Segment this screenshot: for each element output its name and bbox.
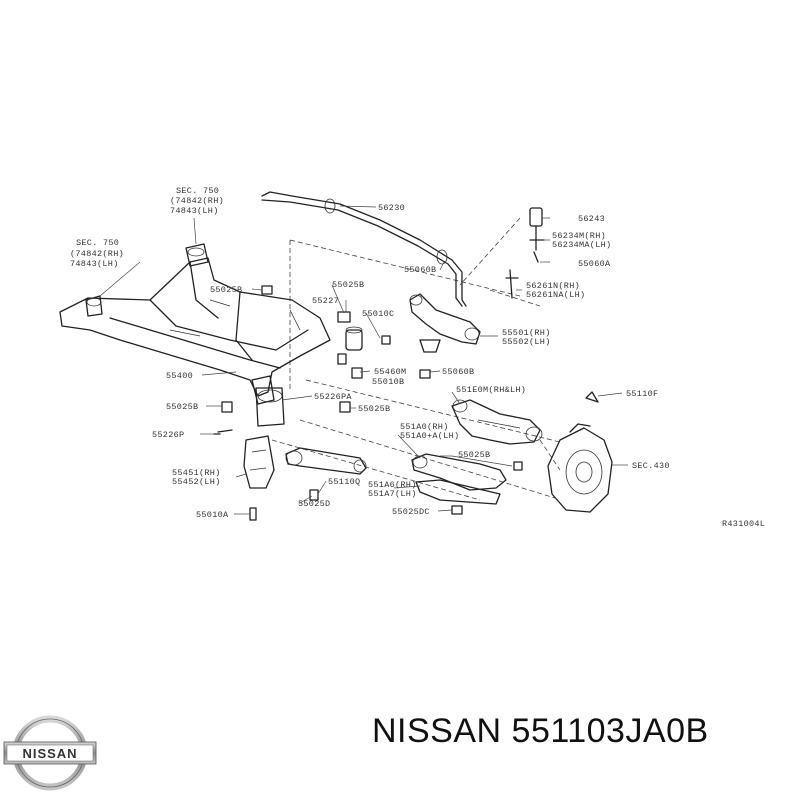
nissan-logo-text: NISSAN <box>22 746 77 761</box>
lower-arm-551E0M <box>451 399 543 445</box>
callout-74842-rh-left: (74842(RH) <box>70 249 124 259</box>
callout-55226pa: 55226PA <box>314 392 352 402</box>
callout-55452: 55452(LH) <box>172 477 221 487</box>
callout-55400: 55400 <box>166 371 193 381</box>
dashed-guide-lines <box>271 217 561 501</box>
callout-55025b-b: 55025B <box>332 280 364 290</box>
callout-56243: 56243 <box>578 214 605 224</box>
callout-55010c: 55010C <box>362 309 394 319</box>
callout-55025b-e: 55025B <box>458 450 490 460</box>
lower-link-551A0 <box>411 453 507 505</box>
callout-sec750-top: SEC. 750 <box>176 186 219 196</box>
callout-55501: 55501(RH) <box>502 328 551 338</box>
callout-551a0: 551A0(RH) <box>400 422 449 432</box>
callout-56234m: 56234M(RH) <box>552 231 606 241</box>
callout-55025b-a: 55025B <box>210 285 242 295</box>
callout-55226p: 55226P <box>152 430 184 440</box>
nissan-logo: NISSAN <box>3 715 97 791</box>
part-labels: SEC. 750 (74842(RH) 74843(LH) SEC. 750 (… <box>70 186 765 529</box>
callout-55010b: 55010B <box>372 377 404 387</box>
callout-55110q: 55110Q <box>328 477 360 487</box>
callout-55010a: 55010A <box>196 510 229 520</box>
callout-74842-rh-top: (74842(RH) <box>170 196 224 206</box>
callout-55502: 55502(LH) <box>502 337 551 347</box>
callout-551a7: 551A7(LH) <box>368 489 417 499</box>
callout-56261na: 56261NA(LH) <box>526 290 585 300</box>
upper-arm-55501 <box>409 293 481 353</box>
callout-74843-lh-left: 74843(LH) <box>70 259 119 269</box>
stabilizer-bar-56230 <box>261 191 467 307</box>
callout-74843-lh-top: 74843(LH) <box>170 206 219 216</box>
callout-55110f: 55110F <box>626 389 658 399</box>
callout-56234ma: 56234MA(LH) <box>552 240 611 250</box>
subframe-55400 <box>59 243 331 405</box>
callout-55025d: 55025D <box>298 499 330 509</box>
knuckle-sec430 <box>547 423 613 513</box>
callout-55460m: 55460M <box>374 367 406 377</box>
callout-55060a: 55060A <box>578 259 611 269</box>
toe-link-55110 <box>285 447 367 475</box>
callout-sec430: SEC.430 <box>632 461 670 471</box>
callout-55025b-d: 55025B <box>358 404 390 414</box>
callout-551a0a: 551A0+A(LH) <box>400 431 459 441</box>
diagram-reference-code: R431004L <box>722 519 765 529</box>
leader-lines <box>99 205 628 515</box>
callout-sec750-left: SEC. 750 <box>76 238 119 248</box>
callout-551a6: 551A6(RH) <box>368 480 417 490</box>
callout-56261n: 56261N(RH) <box>526 281 580 291</box>
callout-56230: 56230 <box>378 203 405 213</box>
callout-551e0m: 551E0M(RH&LH) <box>456 385 526 395</box>
stabilizer-link <box>505 207 545 299</box>
callout-55060b-2: 55060B <box>442 367 474 377</box>
part-number-title: NISSAN 551103JA0B <box>372 712 709 750</box>
bushings-bolts <box>213 285 599 521</box>
callout-55060b: 55060B <box>404 265 436 275</box>
callout-55025dc: 55025DC <box>392 507 430 517</box>
callout-55227: 55227 <box>312 296 339 306</box>
bracket-55451 <box>243 435 275 489</box>
callout-55025b-c: 55025B <box>166 402 198 412</box>
callout-55451: 55451(RH) <box>172 468 221 478</box>
